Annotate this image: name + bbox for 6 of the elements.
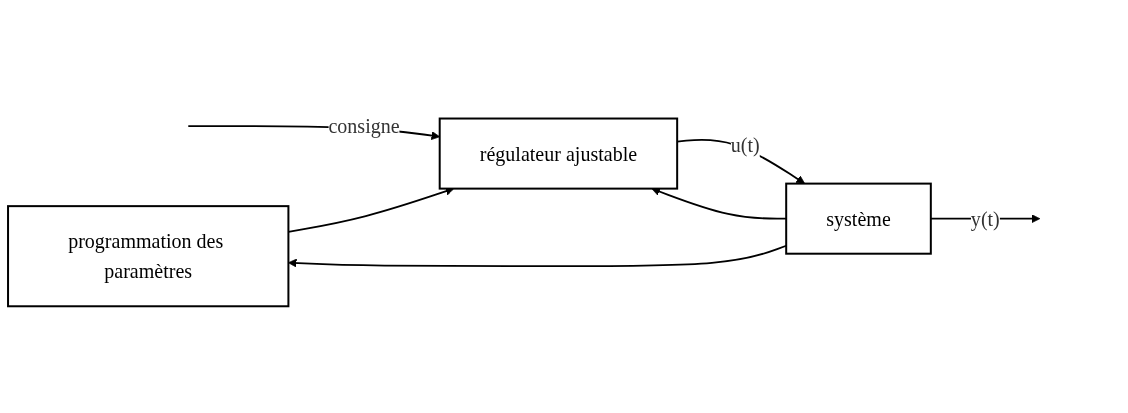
edge-label: consigne (328, 115, 400, 138)
node-box: régulateur ajustable (438, 117, 679, 190)
edge-label: y(t) (970, 208, 1000, 231)
node-box: système (785, 182, 932, 256)
node-box: programmation des paramètres (7, 205, 290, 308)
edge-label: u(t) (730, 134, 760, 157)
